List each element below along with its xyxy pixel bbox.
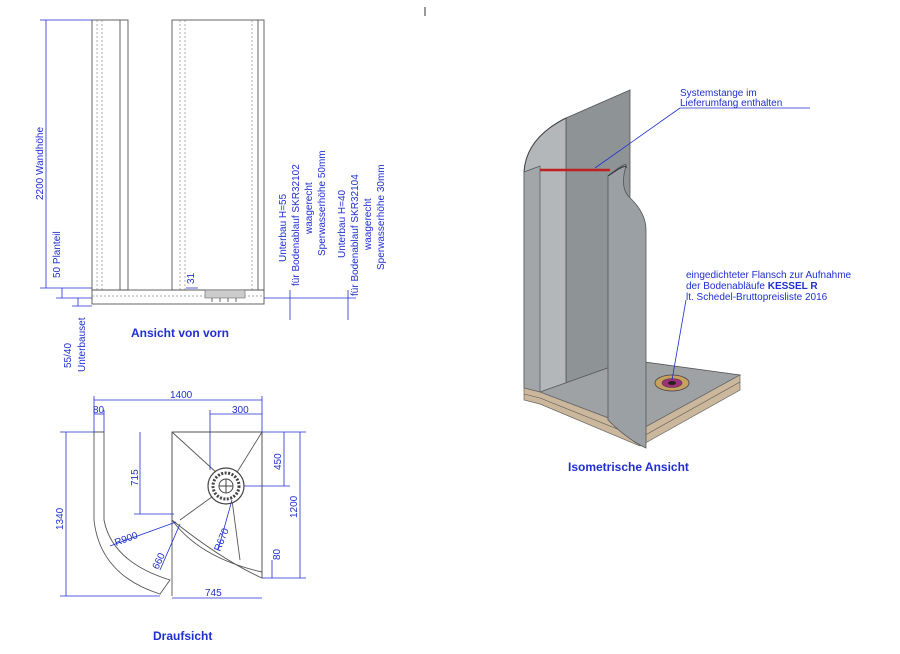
note-b1: Unterbau H=40 [337, 189, 348, 258]
front-left-wall [91, 19, 129, 291]
iso-note-flange-2: der Bodenabläufe KESSEL R [686, 281, 818, 292]
dim-wall-height: 2200 Wandhöhe [35, 127, 46, 200]
note-b3: waagerecht [363, 198, 374, 251]
note-a3: waagerecht [304, 182, 315, 235]
front-base-plate [91, 289, 265, 305]
title-iso: Isometrische Ansicht [568, 460, 689, 474]
iso-note-flange-3: lt. Schedel-Bruttopreisliste 2016 [686, 292, 828, 303]
dim-1200: 1200 [289, 495, 300, 518]
note-a2: für Bodenablauf SKR32102 [291, 164, 302, 286]
note-b4: Sperwasserhöhe 30mm [376, 164, 387, 270]
dim-450: 450 [273, 453, 284, 470]
dim-sub: 55/40 [63, 343, 74, 368]
dim-1400: 1400 [170, 390, 193, 401]
top-curved-wall [93, 431, 171, 595]
note-b2: für Bodenablauf SKR32104 [350, 174, 361, 296]
dim-745: 745 [205, 588, 222, 599]
dim-715: 715 [130, 469, 141, 486]
front-dimensions [40, 19, 356, 320]
title-front: Ansicht von vorn [131, 326, 229, 340]
iso-note-rod-1: Systemstange im [680, 88, 757, 99]
iso-note-rod-2: Lieferumfang enthalten [680, 98, 782, 109]
top-view [93, 431, 263, 596]
iso-view [523, 89, 742, 449]
front-view [91, 19, 265, 305]
iso-note-flange-1: eingedichteter Flansch zur Aufnahme [686, 270, 852, 281]
dim-r900: R900 [113, 530, 140, 549]
front-right-wall [171, 19, 265, 291]
top-dimensions [60, 396, 306, 599]
dim-80b: 80 [272, 548, 283, 560]
note-a4: Sperwasserhöhe 50mm [317, 150, 328, 256]
dim-sub-label: Unterbauset [77, 317, 88, 372]
dim-660: 660 [151, 551, 168, 571]
iso-leaders [594, 107, 810, 381]
dim-31: 31 [186, 272, 197, 284]
dim-300: 300 [232, 405, 249, 416]
title-top: Draufsicht [153, 629, 212, 643]
iso-front-curved-wall [607, 163, 647, 449]
dim-r670: R670 [213, 526, 232, 553]
dim-plate: 50 Planteil [52, 231, 63, 278]
dim-1340: 1340 [55, 507, 66, 530]
note-a1: Unterbau H=55 [278, 193, 289, 262]
dim-80a: 80 [93, 405, 105, 416]
front-drain [204, 289, 246, 299]
